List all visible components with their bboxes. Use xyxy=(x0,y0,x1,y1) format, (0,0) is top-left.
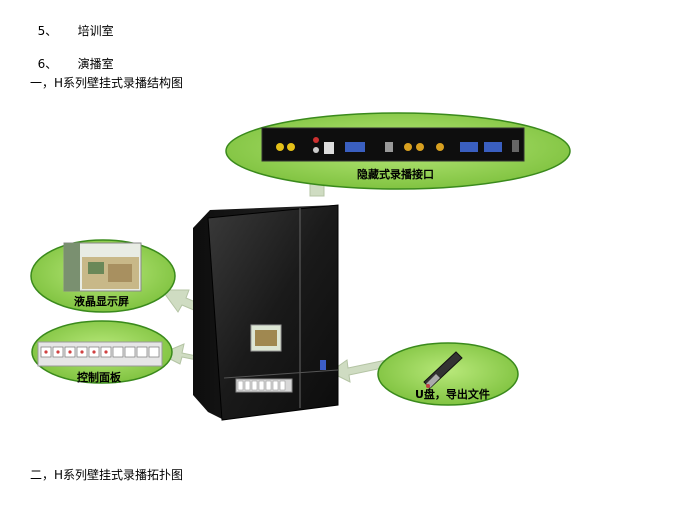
interface-label: 隐藏式录播接口 xyxy=(357,167,434,181)
lcd-screen-image xyxy=(63,242,142,292)
interface-panel-image xyxy=(261,127,525,162)
usb-stick-image xyxy=(423,351,463,389)
recorder-device xyxy=(193,204,339,421)
list-item-6: 6、 演播室 xyxy=(30,41,114,72)
usb-callout xyxy=(377,342,519,406)
list-number: 6、 xyxy=(37,57,58,71)
list-text: 培训室 xyxy=(77,24,114,38)
list-text: 演播室 xyxy=(77,57,114,71)
section-heading-topology: 二，H系列壁挂式录播拓扑图 xyxy=(30,468,184,482)
control-panel-image xyxy=(37,341,163,367)
lcd-label: 液晶显示屏 xyxy=(74,294,129,308)
usb-label: U盘，导出文件 xyxy=(415,387,490,401)
list-item-5: 5、 培训室 xyxy=(30,8,114,39)
panel-label: 控制面板 xyxy=(77,370,122,384)
section-heading-structure: 一，H系列壁挂式录播结构图 xyxy=(30,76,184,90)
list-number: 5、 xyxy=(37,24,58,38)
